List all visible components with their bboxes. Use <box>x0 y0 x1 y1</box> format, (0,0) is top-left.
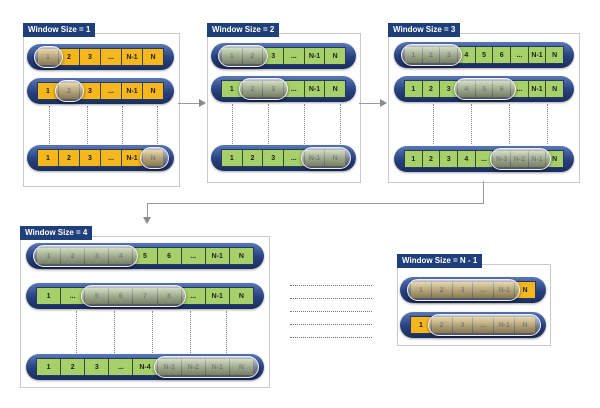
cell: N <box>229 288 253 304</box>
sliding-window <box>407 279 520 301</box>
sliding-window <box>81 285 187 307</box>
cell: 1 <box>222 150 243 166</box>
cell: N-1 <box>122 83 143 99</box>
cell: N <box>325 48 346 64</box>
track-p4-r1: 123456...N-1N <box>26 243 264 269</box>
cell: 6 <box>157 248 182 264</box>
cell: N-1 <box>304 81 326 97</box>
sliding-window <box>454 78 516 100</box>
track-p4-r2: 1...5678...N-1N <box>26 283 264 309</box>
track-p2-r1: 123...N-1N <box>211 43 356 69</box>
cell: ... <box>101 83 122 99</box>
cell: N <box>143 49 163 65</box>
sliding-window <box>238 78 289 100</box>
cell: N <box>143 83 163 99</box>
cell: N <box>546 47 564 63</box>
cell: 3 <box>85 359 110 375</box>
sliding-window <box>139 147 169 169</box>
cell: N-1 <box>528 47 547 63</box>
cell: N <box>546 81 564 97</box>
cell: ... <box>284 48 305 64</box>
sliding-window <box>33 245 138 267</box>
cell: 5 <box>133 248 158 264</box>
sliding-window <box>428 314 541 336</box>
cell: 2 <box>61 359 86 375</box>
cell: ... <box>181 288 206 304</box>
cell: 1 <box>37 359 62 375</box>
track-p3-r2: 123456...N-1N <box>394 76 574 102</box>
cell: 2 <box>422 81 441 97</box>
track-p1-r1: 123...N-1N <box>27 44 174 70</box>
cell: 1 <box>38 150 59 166</box>
cell: ... <box>181 248 206 264</box>
cell: 3 <box>263 48 285 64</box>
track-p2-r3: 123...N-1N <box>211 145 356 171</box>
cell: 2 <box>242 150 264 166</box>
cell: ... <box>101 150 122 166</box>
cell: 2 <box>59 49 80 65</box>
cell: ... <box>101 49 122 65</box>
panel-title-3: Window Size = 3 <box>388 23 461 37</box>
sliding-window <box>401 44 463 66</box>
cell: 6 <box>493 47 512 63</box>
cell: N-1 <box>205 288 230 304</box>
cell: 5 <box>475 47 494 63</box>
panel-title-4: Window Size = 4 <box>20 226 93 240</box>
track-p1-r2: 123...N-1N <box>27 78 174 104</box>
track-p4-r3: 123...N-4N-3N-2N-1N <box>26 354 264 380</box>
cell: 1 <box>405 151 423 167</box>
cell: 3 <box>80 49 101 65</box>
sliding-window <box>34 46 64 68</box>
track-p3-r1: 123456...N-1N <box>394 42 574 68</box>
track-p5-r1: 123...N-1N <box>400 277 546 303</box>
cell: 4 <box>458 47 476 63</box>
cell: 4 <box>458 151 476 167</box>
cell-row: 123...N-1N <box>37 48 164 66</box>
cell: N-1 <box>205 248 230 264</box>
sliding-window <box>218 45 268 67</box>
panel-title-2: Window Size = 2 <box>207 23 280 37</box>
cell: N-1 <box>528 81 547 97</box>
cell: 3 <box>440 151 459 167</box>
cell: 1 <box>405 81 423 97</box>
cell: N-1 <box>304 48 326 64</box>
cell: N-1 <box>122 49 143 65</box>
sliding-window <box>154 356 259 378</box>
sliding-window <box>301 147 351 169</box>
cell: ... <box>284 81 305 97</box>
cell: N <box>229 248 253 264</box>
panel-title-5: Window Size = N - 1 <box>397 254 483 268</box>
track-p5-r2: 123...N-1N <box>400 312 546 338</box>
cell: 3 <box>80 150 101 166</box>
sliding-window <box>489 148 552 170</box>
cell: 1 <box>37 288 62 304</box>
panel-title-1: Window Size = 1 <box>23 23 96 37</box>
cell: ... <box>511 47 529 63</box>
cell: 2 <box>59 150 80 166</box>
sliding-window <box>55 80 85 102</box>
track-p2-r2: 123...N-1N <box>211 76 356 102</box>
cell: N <box>515 282 535 298</box>
cell: N <box>325 81 346 97</box>
cell: 3 <box>80 83 101 99</box>
cell: 2 <box>422 151 441 167</box>
track-p1-r3: 123...N-1N <box>27 145 174 171</box>
cell: ... <box>109 359 134 375</box>
cell: 3 <box>263 150 285 166</box>
